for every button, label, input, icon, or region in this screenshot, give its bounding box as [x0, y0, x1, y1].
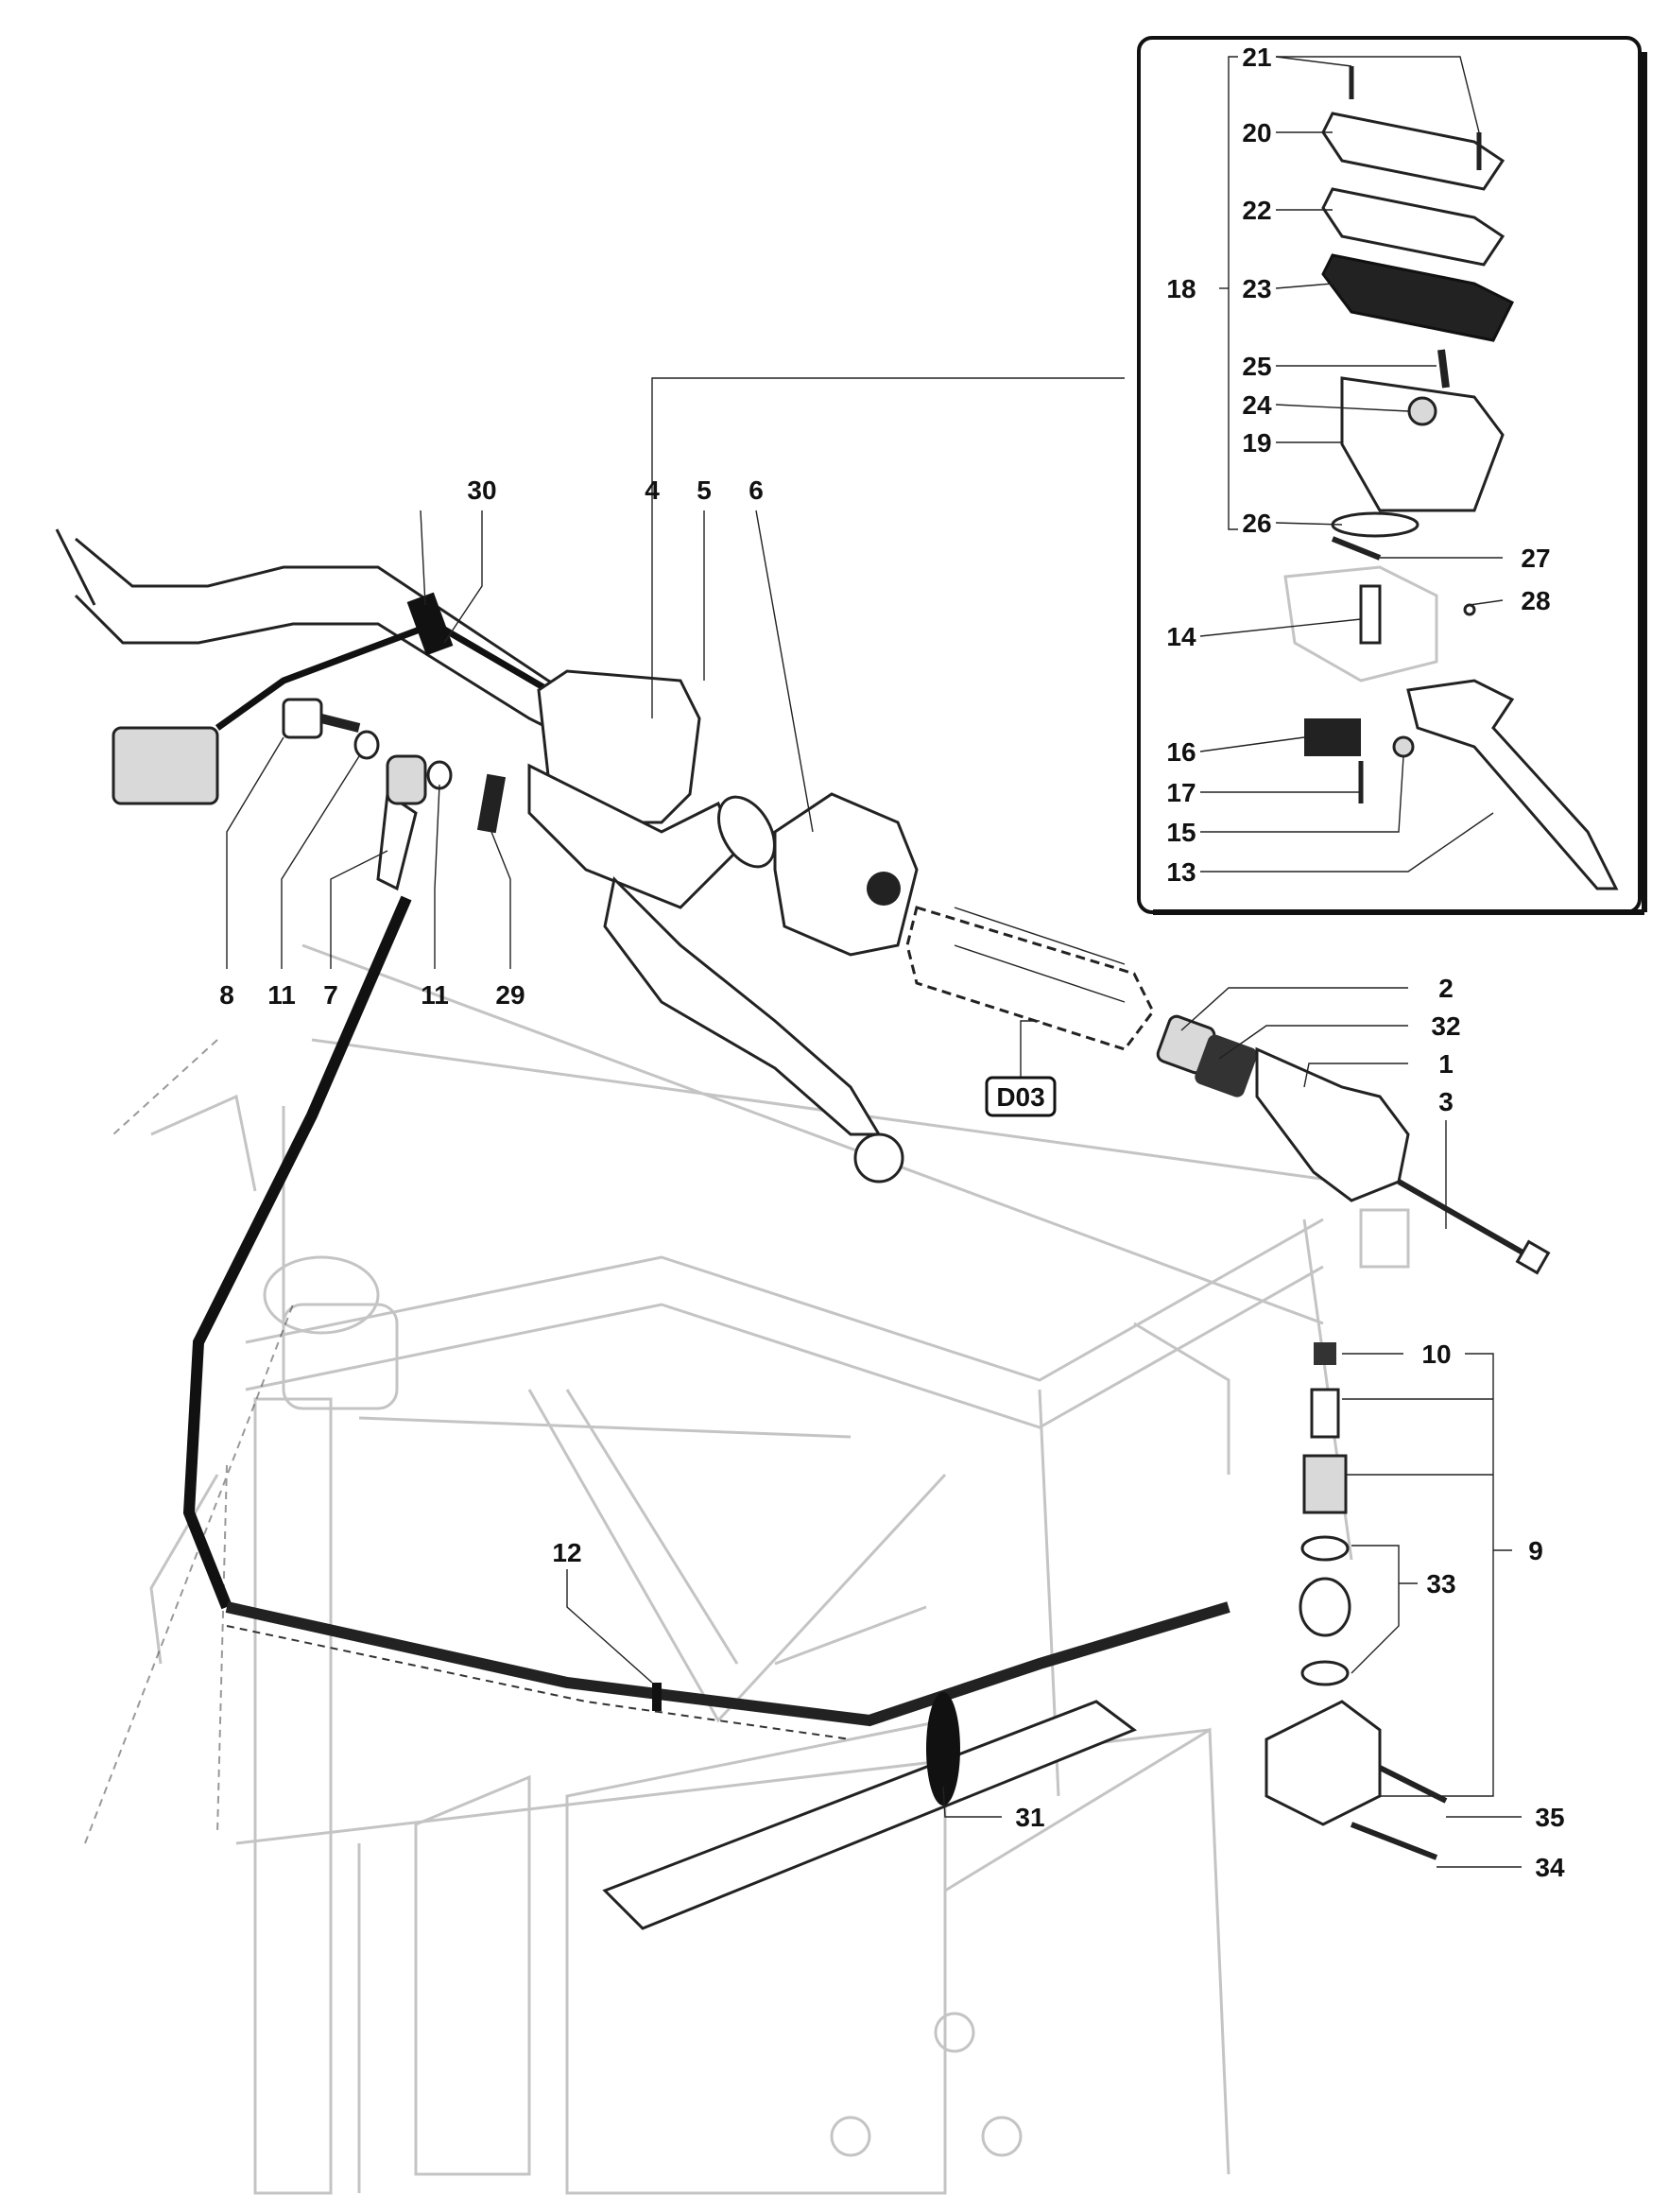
callout-16: 16 [1166, 737, 1196, 767]
switch-housing [773, 792, 919, 957]
nut-15 [1392, 735, 1415, 758]
leader-lines [226, 56, 1522, 1868]
bar-end-weight [1255, 1046, 1410, 1202]
callout-13: 13 [1166, 857, 1196, 887]
callout-24: 24 [1242, 390, 1272, 420]
callout-11-left: 11 [267, 980, 296, 1010]
part-32 [1195, 1034, 1258, 1097]
callout-14: 14 [1166, 622, 1196, 651]
switch-body [1265, 1700, 1382, 1826]
pin-14 [1359, 584, 1382, 645]
pin-29 [476, 773, 507, 834]
motorcycle-frame [149, 943, 1410, 2195]
callout-5: 5 [697, 475, 712, 505]
part-10-cap [1314, 1342, 1336, 1365]
callout-3: 3 [1438, 1087, 1454, 1116]
callout-29: 29 [495, 980, 525, 1010]
detail-inset [1137, 36, 1647, 915]
callout-18: 18 [1166, 274, 1196, 303]
callout-2: 2 [1438, 974, 1454, 1003]
callout-20: 20 [1242, 118, 1271, 147]
plate-22 [1321, 187, 1506, 267]
callout-25: 25 [1242, 352, 1271, 381]
callout-35: 35 [1535, 1803, 1564, 1832]
banjo-bolt-8 [282, 698, 507, 834]
callout-1: 1 [1438, 1049, 1454, 1079]
callout-11-right: 11 [421, 980, 449, 1010]
callout-31: 31 [1015, 1803, 1044, 1832]
brake-master-cylinder [527, 669, 904, 1184]
callout-34: 34 [1535, 1853, 1565, 1882]
washer-11-right [426, 760, 453, 790]
callout-28: 28 [1521, 586, 1550, 615]
pin-27 [1331, 536, 1382, 561]
callout-32: 32 [1431, 1011, 1460, 1041]
screw-35 [1378, 1765, 1448, 1804]
diaphragm-23 [1321, 253, 1515, 342]
o-ring-26 [1331, 511, 1420, 538]
callout-22: 22 [1242, 196, 1271, 225]
washer-11-left [353, 730, 380, 760]
screw-34 [1350, 1822, 1438, 1860]
brake-hose [182, 754, 1230, 1740]
banjo-fitting-7 [386, 754, 427, 805]
callout-12: 12 [552, 1538, 581, 1567]
part-9-bolt [1302, 1454, 1348, 1514]
sight-glass-24 [1407, 396, 1437, 426]
wiring-harness [112, 592, 550, 805]
lever-13 [1406, 679, 1619, 890]
cable-clamp-31 [926, 1692, 960, 1806]
callout-19: 19 [1242, 428, 1271, 458]
banjo-33 [1299, 1577, 1351, 1637]
clip-12 [652, 1683, 662, 1711]
bar-end-parts [1156, 1014, 1551, 1275]
handlebar-grip [905, 906, 1155, 1051]
reference-box-label: D03 [996, 1082, 1044, 1112]
reference-box-d03: D03 [985, 1076, 1057, 1117]
callout-27: 27 [1521, 544, 1550, 573]
harness-connector [112, 726, 219, 805]
cable-tie-30 [406, 592, 454, 656]
callout-8: 8 [219, 980, 234, 1010]
reservoir-body-19 [1340, 376, 1505, 512]
screw-25 [1437, 349, 1450, 389]
washer-33-bottom [1300, 1660, 1350, 1686]
callout-21: 21 [1242, 43, 1271, 72]
callout-labels: 21 20 22 18 23 25 24 19 26 27 28 14 16 1… [219, 43, 1565, 1882]
callout-33: 33 [1426, 1569, 1455, 1599]
callout-9: 9 [1528, 1536, 1543, 1565]
callout-7: 7 [323, 980, 338, 1010]
callout-15: 15 [1166, 818, 1196, 847]
callout-6: 6 [748, 475, 764, 505]
switch-16 [1304, 718, 1361, 756]
washer-33-top [1300, 1535, 1350, 1562]
bolt-3 [1397, 1179, 1533, 1260]
callout-10: 10 [1421, 1339, 1451, 1369]
callout-23: 23 [1242, 274, 1271, 303]
brake-switch-assembly [1265, 1342, 1448, 1860]
callout-30: 30 [467, 475, 496, 505]
callout-4: 4 [645, 475, 660, 505]
handlebar [55, 528, 587, 749]
callout-26: 26 [1242, 509, 1271, 538]
lower-frame-tube [602, 1683, 1138, 1930]
callout-17: 17 [1166, 778, 1196, 807]
clip-28 [1463, 603, 1476, 616]
part-9-pin [1310, 1388, 1340, 1439]
frame-dashed-outline [84, 1039, 294, 1844]
